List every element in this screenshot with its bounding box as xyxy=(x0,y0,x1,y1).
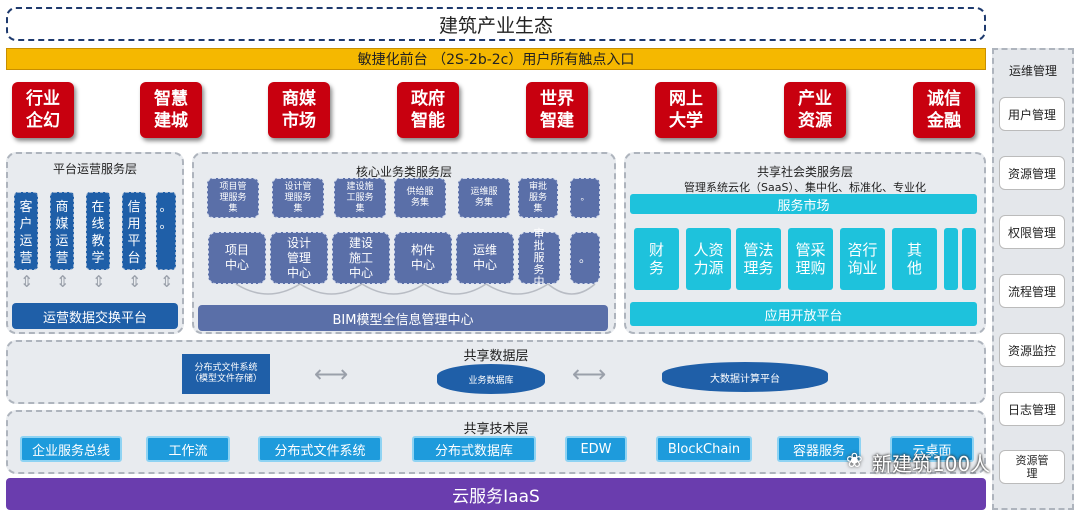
social-col-finance: 财 务 xyxy=(634,228,679,290)
bidirectional-arrow-icon: ⟷ xyxy=(572,360,607,388)
media-market-box: 商媒 市场 xyxy=(268,82,330,138)
platform-col-credit: 信 用 平 台 xyxy=(122,192,146,270)
platform-col-customer: 客 户 运 营 xyxy=(14,192,38,270)
updown-arrow-icon: ⇕ xyxy=(128,272,142,291)
connector-arcs xyxy=(235,283,596,295)
core-center-construction: 建设 施工 中心 xyxy=(332,232,390,284)
social-col-purchase: 管采 理购 xyxy=(788,228,833,290)
ecosystem-title: 建筑产业生态 xyxy=(6,7,986,41)
platform-ops-title: 平台运营服务层 xyxy=(52,162,137,176)
shared-social-title: 共享社会类服务层 xyxy=(756,165,853,179)
core-svc-design: 设计管 理服务 集 xyxy=(272,178,324,218)
platform-col-media: 商 媒 运 营 xyxy=(50,192,74,270)
core-svc-construction: 建设施 工服务 集 xyxy=(334,178,386,218)
ops-resource-management-2: 资源管 理 xyxy=(999,450,1065,484)
tech-distributed-db: 分布式数据库 xyxy=(412,436,536,462)
smart-city-box: 智慧 建城 xyxy=(140,82,202,138)
core-center-project: 项目 中心 xyxy=(208,232,266,284)
ops-log-management: 日志管理 xyxy=(999,392,1065,426)
core-center-design: 设计 管理 中心 xyxy=(270,232,328,284)
updown-arrow-icon: ⇕ xyxy=(56,272,70,291)
tech-cloud-desktop: 云桌面 xyxy=(890,436,974,462)
shared-social-subtitle: 管理系统云化（SaaS）、集中化、标准化、专业化 xyxy=(684,181,926,194)
social-col-hr: 人资 力源 xyxy=(686,228,731,290)
business-db-icon: 业务数据库 xyxy=(437,364,545,394)
tech-edw: EDW xyxy=(565,436,627,462)
ops-resource-monitoring: 资源监控 xyxy=(999,333,1065,367)
ops-user-management: 用户管理 xyxy=(999,97,1065,131)
watermark-text: 新建筑100人 xyxy=(872,452,991,476)
tech-workflow: 工作流 xyxy=(146,436,230,462)
social-col-extra xyxy=(962,228,976,290)
updown-arrow-icon: ⇕ xyxy=(160,272,174,291)
ops-management-title: 运维管理 xyxy=(1008,64,1057,78)
core-business-title: 核心业务类服务层 xyxy=(355,165,452,179)
agile-frontend-bar: 敏捷化前台 （2S-2b-2c）用户所有触点入口 xyxy=(6,48,986,70)
tech-esb: 企业服务总线 xyxy=(20,436,122,462)
core-svc-more: 。 xyxy=(570,178,600,218)
core-svc-supply: 供给服 务集 xyxy=(394,178,446,218)
industry-box: 行业 企幻 xyxy=(12,82,74,138)
ops-data-exchange-bar: 运营数据交换平台 xyxy=(12,303,178,329)
app-open-platform-bar: 应用开放平台 xyxy=(630,302,977,326)
service-market-bar: 服务市场 xyxy=(630,194,977,214)
core-center-maintenance: 运维 中心 xyxy=(456,232,514,284)
dfs-storage-box: 分布式文件系统 （模型文件存储） xyxy=(182,354,270,394)
platform-col-teaching: 在 线 教 学 xyxy=(86,192,110,270)
social-col-consulting: 咨行 询业 xyxy=(840,228,885,290)
government-box: 政府 智能 xyxy=(397,82,459,138)
tech-container: 容器服务 xyxy=(777,436,861,462)
core-center-component: 构件 中心 xyxy=(394,232,452,284)
wechat-icon: ❀ xyxy=(846,448,863,472)
core-svc-maintenance: 运维服 务集 xyxy=(458,178,510,218)
bidirectional-arrow-icon: ⟷ xyxy=(314,360,349,388)
updown-arrow-icon: ⇕ xyxy=(20,272,34,291)
core-center-approval: 审 批 服 务 中 xyxy=(518,228,560,288)
ops-process-management: 流程管理 xyxy=(999,274,1065,308)
world-build-box: 世界 智建 xyxy=(526,82,588,138)
social-col-other: 其 他 xyxy=(892,228,937,290)
online-university-box: 网上 大学 xyxy=(655,82,717,138)
cloud-iaas-bar: 云服务IaaS xyxy=(6,478,986,510)
social-col-extra xyxy=(944,228,958,290)
updown-arrow-icon: ⇕ xyxy=(92,272,106,291)
industry-resource-box: 产业 资源 xyxy=(784,82,846,138)
bigdata-platform-icon: 大数据计算平台 xyxy=(662,362,828,392)
core-svc-project: 项目管 理服务 集 xyxy=(207,178,259,218)
shared-data-title: 共享数据层 xyxy=(463,349,529,364)
bim-center-bar: BIM模型全信息管理中心 xyxy=(198,305,608,331)
shared-tech-title: 共享技术层 xyxy=(463,422,529,437)
core-svc-approval: 审批 服务 集 xyxy=(518,178,558,218)
platform-col-more: 。 。 xyxy=(156,192,176,270)
tech-blockchain: BlockChain xyxy=(656,436,752,462)
credit-finance-box: 诚信 金融 xyxy=(913,82,975,138)
ops-resource-management: 资源管理 xyxy=(999,156,1065,190)
tech-dfs: 分布式文件系统 xyxy=(258,436,382,462)
social-col-legal: 管法 理务 xyxy=(736,228,781,290)
ops-permission-management: 权限管理 xyxy=(999,215,1065,249)
core-center-more: 。 xyxy=(570,232,600,284)
